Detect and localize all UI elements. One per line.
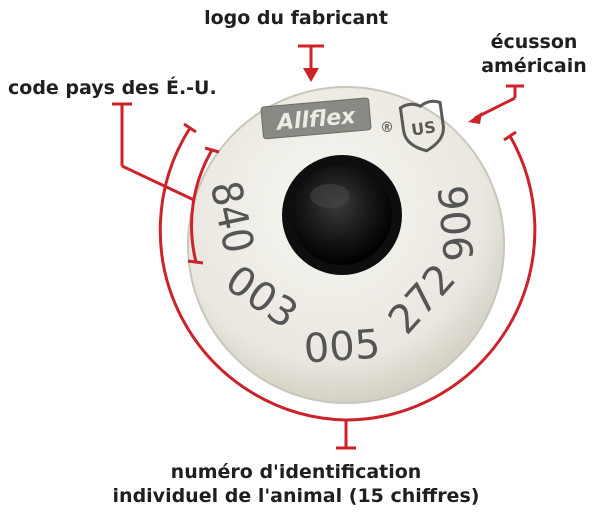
allflex-logo: Allflex xyxy=(260,97,372,140)
animal-id-label: numéro d'identification individuel de l'… xyxy=(0,460,592,508)
country-code-label: code pays des É.-U. xyxy=(8,77,217,99)
tag-center-highlight xyxy=(310,184,350,208)
us-shield-label-line2: américain xyxy=(481,55,587,77)
animal-id-label-line2: individuel de l'animal (15 chiffres) xyxy=(112,485,480,507)
us-shield-icon: US xyxy=(398,99,445,153)
animal-id-label-line1: numéro d'identification xyxy=(170,461,422,483)
id-group-5: 906 xyxy=(431,183,483,263)
tag-center-button xyxy=(292,165,392,265)
us-shield-label: écusson américain xyxy=(474,30,592,78)
animal-id-callout xyxy=(158,122,537,450)
manufacturer-logo-label: logo du fabricant xyxy=(204,7,388,29)
logo-callout-arrowhead xyxy=(303,68,319,82)
us-shield-label-line1: écusson xyxy=(490,31,578,53)
id-group-3: 005 xyxy=(302,321,381,372)
country-code-callout xyxy=(112,102,220,265)
shield-callout xyxy=(474,84,524,120)
us-shield-text: US xyxy=(410,117,437,139)
registered-mark: ® xyxy=(380,120,394,136)
shield-callout-arrowhead xyxy=(468,112,482,124)
logo-callout xyxy=(298,44,324,72)
